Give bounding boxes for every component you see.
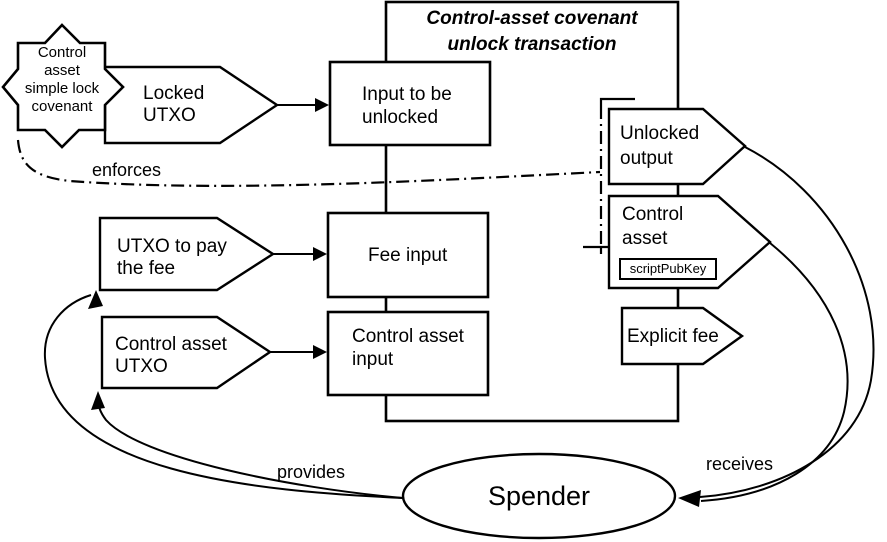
explicit-fee-shape	[620, 306, 745, 366]
edge-provides-control-utxo	[97, 397, 404, 499]
input-to-be-unlocked-label: Input to be unlocked	[362, 84, 452, 128]
transaction-title: Control-asset covenant unlock transactio…	[426, 8, 638, 55]
outputs-bracket-top	[599, 97, 635, 106]
utxo-to-pay-fee-shape	[98, 216, 276, 292]
receives-edge-label: receives	[706, 454, 774, 474]
arrowhead-control-input-icon	[313, 345, 327, 359]
covenant-star-label: Control asset simple lock covenant	[24, 44, 100, 115]
fee-input-label: Fee input	[368, 245, 448, 266]
control-asset-utxo-shape	[100, 315, 273, 390]
unlocked-output-label: Unlocked output	[620, 123, 700, 169]
arrowhead-fee-input-icon	[313, 247, 327, 261]
arrowhead-input-icon	[315, 98, 329, 112]
edge-enforces	[16, 139, 601, 187]
edge-receives-control-asset	[700, 242, 849, 502]
locked-utxo-label: Locked UTXO	[143, 83, 205, 126]
spender-shape	[401, 452, 677, 540]
fee-input-box	[326, 211, 490, 299]
enforces-edge-label: enforces	[92, 160, 162, 180]
input-to-be-unlocked-box	[328, 60, 492, 147]
receives-arrowhead-icon	[678, 490, 701, 507]
control-asset-input-label: Control asset input	[352, 326, 464, 370]
provides-edge-label: provides	[277, 462, 346, 482]
control-asset-utxo-label: Control asset UTXO	[115, 334, 227, 377]
unlocked-output-shape	[607, 107, 747, 186]
spender-label: Spender	[487, 481, 591, 511]
utxo-to-pay-fee-label: UTXO to pay the fee	[117, 236, 227, 279]
provides-arrowhead-fee-icon	[88, 290, 103, 309]
provides-arrowhead-control-icon	[91, 391, 105, 410]
edge-provides-fee-utxo	[43, 294, 404, 499]
edge-receives-unlocked-output	[699, 146, 875, 498]
covenant-star-shape	[1, 23, 125, 149]
control-asset-output-label: Control asset	[622, 204, 684, 249]
control-asset-input-box	[326, 310, 490, 397]
explicit-fee-label: Explicit fee	[627, 326, 719, 347]
script-pub-key-box: scriptPubKey	[619, 258, 717, 280]
